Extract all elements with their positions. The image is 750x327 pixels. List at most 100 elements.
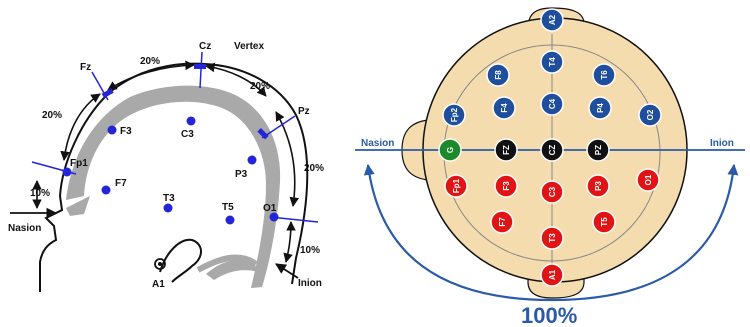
electrode-c3-label: C3 (548, 186, 557, 197)
electrode-fp1-marker (444, 174, 468, 198)
electrode-a2: A2 (540, 8, 564, 32)
vertex-label: Vertex (234, 41, 264, 52)
electrode-f7-label: F7 (498, 217, 507, 227)
label-inion: Inion (298, 278, 322, 289)
electrode-f8-marker (486, 63, 510, 87)
electrode-fp2-marker (442, 103, 466, 127)
electrode-fp1-label: Fp1 (452, 178, 461, 193)
lower-brain-band (206, 259, 258, 280)
electrode-f3-marker (494, 174, 518, 198)
electrode-t4-marker (540, 50, 564, 74)
dot-o1 (269, 212, 279, 222)
electrode-t3-marker (540, 226, 564, 250)
electrode-f3-label: F3 (502, 181, 511, 191)
arc-pz-o1 (275, 111, 300, 207)
electrode-p4: P4 (588, 96, 612, 120)
label-nasion: Nasion (8, 223, 41, 234)
electrode-t6-marker (592, 63, 616, 87)
label-fp1: Fp1 (70, 158, 88, 169)
label-p3: P3 (235, 169, 248, 180)
dot-p3 (247, 155, 257, 165)
dot-t3 (163, 203, 173, 213)
label-t5: T5 (222, 202, 234, 213)
electrode-p3: P3 (586, 174, 610, 198)
pct-top-right: 20% (250, 81, 270, 92)
electrode-g: G (438, 138, 462, 162)
electrode-cz-marker (540, 138, 564, 162)
electrode-t3-label: T3 (548, 233, 557, 243)
electrode-o1-marker (636, 168, 660, 192)
label-o1: O1 (263, 203, 277, 214)
label-cz: Cz (199, 41, 211, 52)
electrode-p3-label: P3 (594, 181, 603, 191)
electrode-g-marker (438, 138, 462, 162)
electrode-p4-marker (588, 96, 612, 120)
label-t3: T3 (163, 193, 175, 204)
ear-outline (154, 238, 202, 283)
arc-fz-cz (107, 60, 195, 91)
dot-f3 (107, 125, 117, 135)
dot-c3 (186, 116, 196, 126)
electrode-fz-label: FZ (502, 145, 511, 155)
arc-fp1-fz (60, 93, 101, 161)
arc-o1-inion (283, 221, 296, 263)
dot-fp1 (62, 167, 72, 177)
arc-cz-pz (205, 62, 267, 97)
electrode-c3-marker (540, 180, 564, 204)
electrode-p3-marker (586, 174, 610, 198)
electrode-fz: FZ (494, 138, 518, 162)
electrode-pz: PZ (586, 138, 610, 162)
electrode-t5-marker (592, 210, 616, 234)
electrode-p4-label: P4 (596, 103, 605, 113)
electrode-fp1: Fp1 (444, 174, 468, 198)
side-electrode-dots (62, 116, 279, 225)
electrode-pz-marker (586, 138, 610, 162)
electrode-o1: O1 (636, 168, 660, 192)
temporal-shadow (66, 196, 90, 216)
electrode-f3: F3 (494, 174, 518, 198)
electrode-c4-label: C4 (548, 98, 557, 109)
electrode-o2-marker (638, 103, 662, 127)
electrode-f4-label: F4 (500, 103, 509, 113)
pct-back-arc: 20% (304, 163, 324, 174)
electrode-g-label: G (446, 147, 455, 153)
division-marks (101, 64, 269, 140)
pct-front-low: 10% (30, 188, 50, 199)
electrode-f8: F8 (486, 63, 510, 87)
electrode-c4: C4 (540, 92, 564, 116)
label-pz: Pz (298, 106, 310, 117)
label-fz: Fz (80, 62, 91, 73)
electrode-c3: C3 (540, 180, 564, 204)
label-a1: A1 (152, 279, 165, 290)
electrode-t3: T3 (540, 226, 564, 250)
electrode-f4: F4 (492, 96, 516, 120)
electrode-f7: F7 (490, 210, 514, 234)
pct-front-arc: 20% (42, 110, 62, 121)
electrode-a1-marker (540, 263, 564, 287)
nasion-label: Nasion (361, 138, 394, 149)
label-f7: F7 (115, 178, 127, 189)
electrode-cz: CZ (540, 138, 564, 162)
electrode-fz-marker (494, 138, 518, 162)
electrode-a1: A1 (540, 263, 564, 287)
electrode-t6: T6 (592, 63, 616, 87)
label-c3: C3 (181, 129, 194, 140)
electrode-f8-label: F8 (494, 70, 503, 80)
dot-f7 (101, 185, 111, 195)
electrode-t4: T4 (540, 50, 564, 74)
electrode-a2-marker (540, 8, 564, 32)
electrode-o2-label: O2 (646, 109, 655, 120)
electrode-o2: O2 (638, 103, 662, 127)
inion-label: Inion (710, 138, 734, 149)
electrode-a1-label: A1 (548, 269, 557, 280)
electrode-c4-marker (540, 92, 564, 116)
electrode-f7-marker (490, 210, 514, 234)
hundred-percent-arc (363, 163, 739, 302)
electrode-t4-label: T4 (548, 57, 557, 67)
electrode-fp2: Fp2 (442, 103, 466, 127)
brain-band (66, 85, 281, 288)
dot-t5 (225, 215, 235, 225)
